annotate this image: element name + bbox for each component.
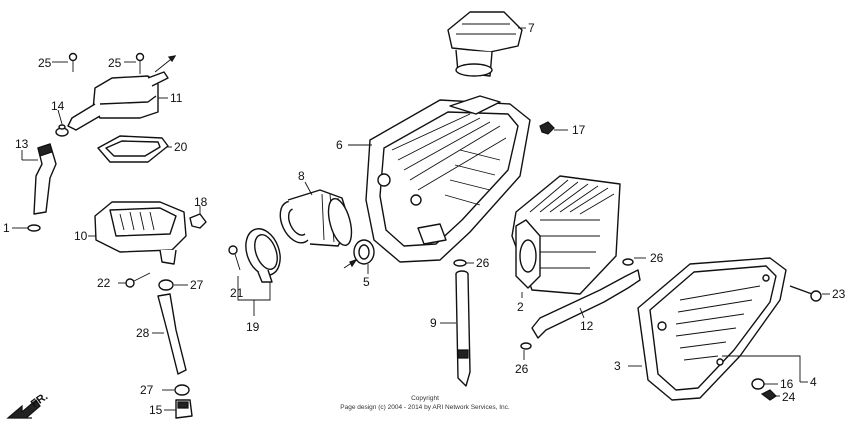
callout-7: 7	[528, 21, 535, 35]
callout-18: 18	[194, 195, 208, 209]
air-cleaner-element-2	[511, 175, 621, 295]
band-19	[245, 228, 281, 283]
callout-25-left: 25	[38, 56, 52, 70]
callout-26-center: 26	[476, 256, 490, 270]
grommet-5	[353, 239, 375, 265]
drain-hose-12	[531, 269, 641, 339]
bolt-17	[539, 121, 568, 135]
clip-27-lower	[174, 384, 190, 396]
callout-8: 8	[298, 169, 305, 183]
callout-20: 20	[174, 140, 188, 154]
callout-15: 15	[149, 403, 163, 417]
callout-9: 9	[430, 316, 437, 330]
callout-28: 28	[136, 326, 150, 340]
copyright-notice: Page design (c) 2004 - 2014 by ARI Netwo…	[340, 404, 510, 411]
clip-1	[27, 224, 41, 232]
callout-27-upper: 27	[190, 278, 204, 292]
callout-2: 2	[517, 300, 524, 314]
callout-1: 1	[3, 221, 10, 235]
callout-16: 16	[780, 377, 794, 391]
breather-chamber-10	[94, 201, 187, 265]
callout-3: 3	[614, 359, 621, 373]
bolt-24	[760, 389, 777, 401]
drain-tube-9	[455, 270, 471, 387]
bolt-25-left	[68, 52, 78, 72]
callout-26-right: 26	[650, 251, 664, 265]
callout-14: 14	[51, 99, 65, 113]
clip-26-right	[622, 258, 634, 266]
clip-14	[55, 124, 69, 137]
callout-23: 23	[832, 287, 846, 301]
callout-13: 13	[15, 137, 29, 151]
callout-26-lower: 26	[515, 362, 529, 376]
callout-4: 4	[810, 375, 817, 389]
gasket-20	[97, 135, 169, 163]
clip-27-upper	[158, 279, 174, 291]
screw-21	[228, 245, 241, 271]
clip-26-center	[453, 259, 467, 267]
hose-13	[33, 143, 57, 215]
callout-24: 24	[782, 390, 796, 404]
breather-cover-11	[67, 71, 169, 131]
callout-12: 12	[580, 319, 594, 333]
drain-plug-15	[175, 399, 193, 419]
clip-26-lower	[520, 342, 532, 350]
screw-23	[789, 285, 822, 302]
tube-28	[157, 293, 187, 375]
air-cleaner-cover-3	[637, 257, 787, 401]
clamp-18	[189, 213, 207, 229]
copyright-label: Copyright	[411, 395, 439, 402]
callout-27-lower: 27	[140, 383, 154, 397]
callout-5: 5	[363, 275, 370, 289]
front-direction-marker: FR.	[6, 390, 50, 419]
intake-cap-7	[447, 11, 523, 77]
air-cleaner-case-6	[365, 95, 531, 263]
callout-10: 10	[74, 229, 88, 243]
callout-21: 21	[230, 286, 244, 300]
callout-25-right: 25	[108, 56, 122, 70]
bolt-25-right	[135, 52, 145, 74]
callout-19: 19	[246, 320, 260, 334]
callout-22: 22	[97, 276, 111, 290]
callout-17: 17	[572, 123, 586, 137]
callout-6: 6	[336, 138, 343, 152]
callout-11: 11	[170, 91, 183, 105]
connecting-tube-8	[279, 189, 353, 247]
collar-16	[751, 378, 765, 390]
bolt-22	[125, 272, 151, 288]
